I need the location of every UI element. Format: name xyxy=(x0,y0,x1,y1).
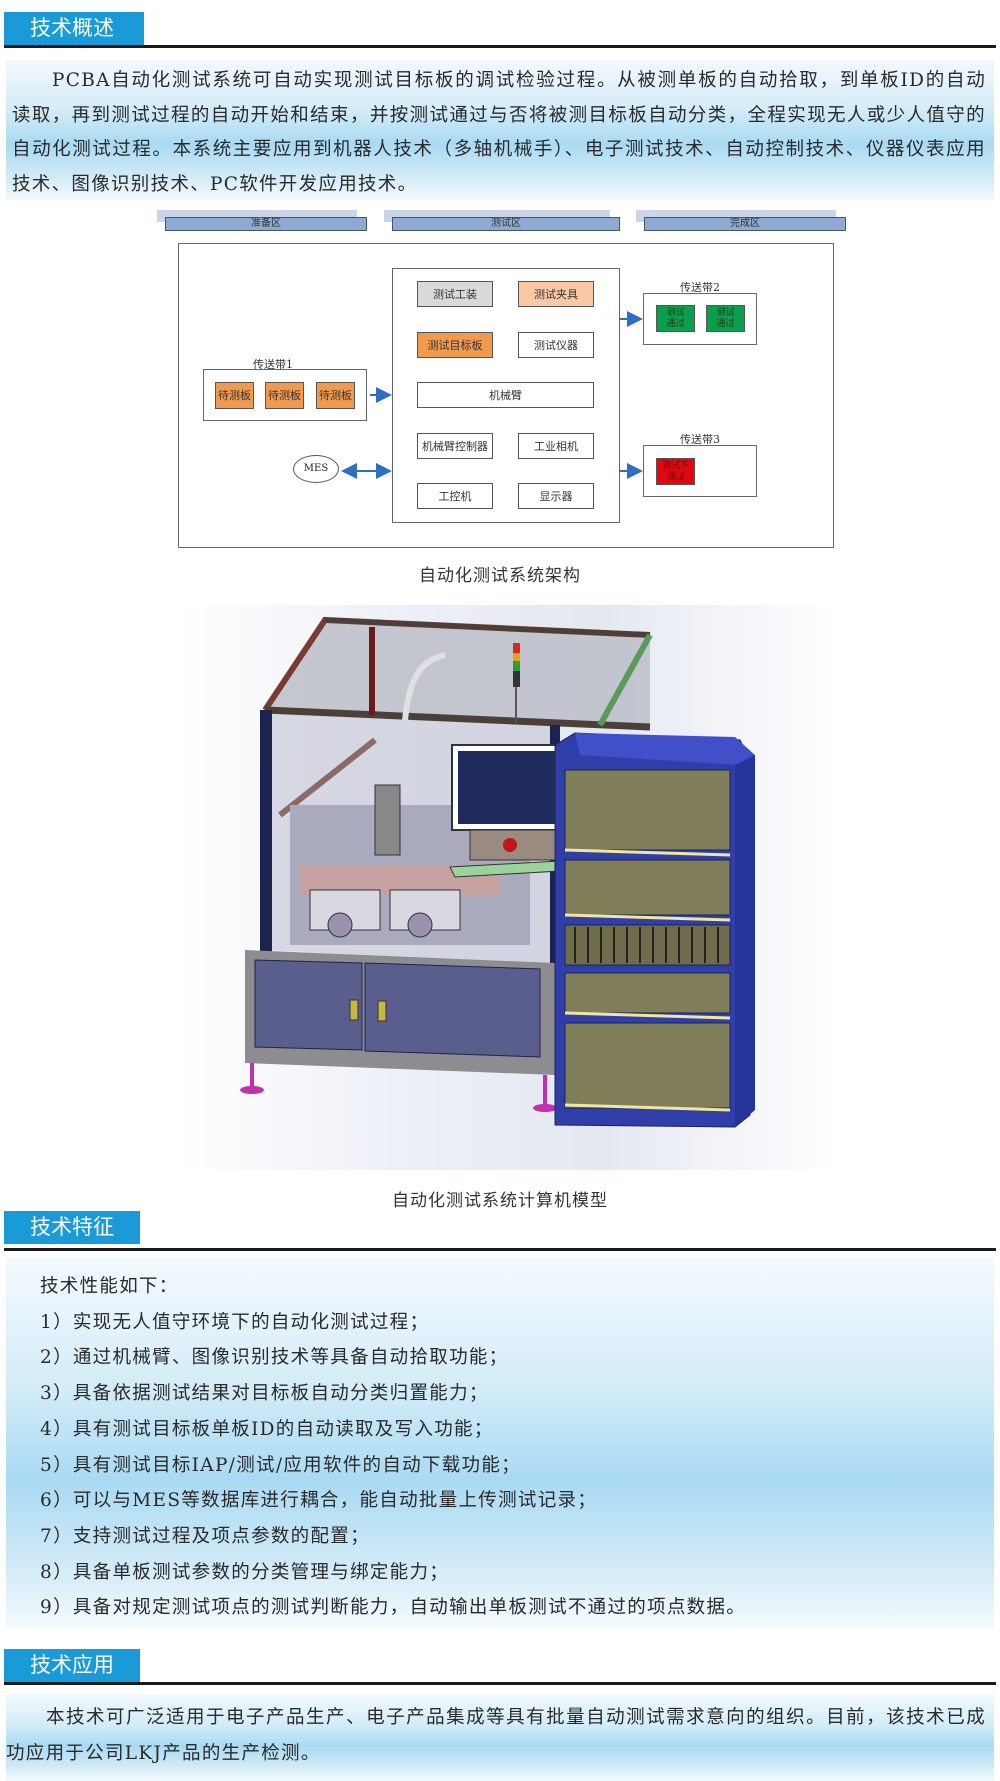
zone-test: 测试区 xyxy=(392,217,620,231)
conveyor3 xyxy=(643,445,757,497)
diagram-arrows xyxy=(341,311,643,479)
display: 显示器 xyxy=(518,483,594,509)
computer-model-image xyxy=(180,605,835,1170)
feature-item: 6）可以与MES等数据库进行耦合，能自动批量上传测试记录； xyxy=(40,1490,598,1512)
diagram-caption: 自动化测试系统架构 xyxy=(419,566,581,586)
pending-board: 待测板 xyxy=(265,382,304,409)
conveyor1-label: 传送带1 xyxy=(253,358,293,371)
section-rule xyxy=(4,45,996,48)
features-band xyxy=(6,1258,994,1628)
section-header-application: 技术应用 xyxy=(4,1649,140,1682)
pending-board: 待测板 xyxy=(215,382,254,409)
feature-item: 7）支持测试过程及项点参数的配置； xyxy=(40,1525,370,1547)
zone-prep: 准备区 xyxy=(165,217,367,231)
pass-board: 测试 通过 xyxy=(656,305,695,332)
conveyor3-label: 传送带3 xyxy=(680,433,720,446)
feature-item: 5）具有测试目标IAP/测试/应用软件的自动下载功能； xyxy=(40,1454,521,1476)
section-header-overview: 技术概述 xyxy=(4,12,144,45)
overview-paragraph: PCBA自动化测试系统可自动实现测试目标板的调试检验过程。从被测单板的自动拾取，… xyxy=(12,70,986,195)
pending-board: 待测板 xyxy=(316,382,355,409)
feature-item: 1）实现无人值守环境下的自动化测试过程； xyxy=(40,1311,430,1333)
feature-item: 2）通过机械臂、图像识别技术等具备自动拾取功能； xyxy=(40,1347,509,1369)
section-rule xyxy=(4,1248,996,1251)
feature-item: 4）具有测试目标板单板ID的自动读取及写入功能； xyxy=(40,1418,494,1440)
industrial-pc: 工控机 xyxy=(417,483,493,509)
conveyor2-label: 传送带2 xyxy=(680,281,720,294)
feature-item: 3）具备依据测试结果对目标板自动分类归置能力； xyxy=(40,1383,489,1405)
arm-controller: 机械臂控制器 xyxy=(417,433,493,459)
feature-item: 8）具备单板测试参数的分类管理与绑定能力； xyxy=(40,1561,450,1583)
application-paragraph: 本技术可广泛适用于电子产品生产、电子产品集成等具有批量自动测试需求意向的组织。目… xyxy=(6,1707,986,1764)
test-instrument: 测试仪器 xyxy=(518,332,594,358)
section-rule xyxy=(4,1682,996,1685)
features-intro: 技术性能如下： xyxy=(40,1276,179,1297)
feature-item: 9）具备对规定测试项点的测试判断能力，自动输出单板测试不通过的项点数据。 xyxy=(40,1597,747,1619)
features-list: 技术性能如下： 1）实现无人值守环境下的自动化测试过程； 2）通过机械臂、图像识… xyxy=(40,1269,980,1626)
section-header-features: 技术特征 xyxy=(4,1211,140,1244)
test-clamp: 测试夹具 xyxy=(518,281,594,307)
overview-band xyxy=(6,60,994,200)
robot-arm: 机械臂 xyxy=(417,382,594,408)
industrial-camera: 工业相机 xyxy=(518,433,594,459)
test-target-board: 测试目标板 xyxy=(417,332,493,358)
mes-node: MES xyxy=(293,455,339,483)
zone-done: 完成区 xyxy=(644,217,846,231)
test-fixture: 测试工装 xyxy=(417,281,493,307)
fail-board: 测试不 通过 xyxy=(656,458,695,485)
application-band xyxy=(6,1694,994,1781)
model-caption: 自动化测试系统计算机模型 xyxy=(392,1191,608,1211)
pass-board: 测试 通过 xyxy=(706,305,745,332)
